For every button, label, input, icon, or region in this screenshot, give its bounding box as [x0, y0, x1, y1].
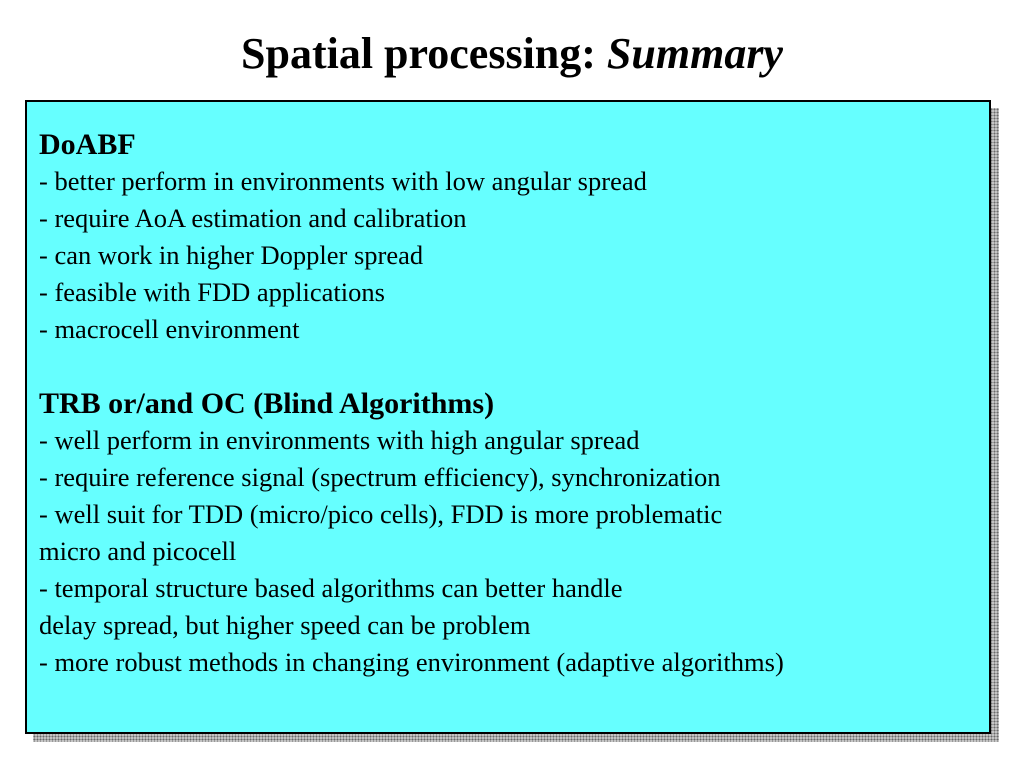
- blind-bullet: - require reference signal (spectrum eff…: [39, 462, 721, 492]
- summary-content: DoABF - better perform in environments w…: [39, 126, 989, 681]
- section-heading-blind-algorithms: TRB or/and OC (Blind Algorithms): [39, 387, 495, 420]
- blind-bullet: - well suit for TDD (micro/pico cells), …: [39, 499, 723, 529]
- slide-title-emphasis: Summary: [606, 29, 783, 78]
- blind-bullet: - temporal structure based algorithms ca…: [39, 573, 623, 603]
- blind-bullet-continuation: delay spread, but higher speed can be pr…: [39, 610, 531, 640]
- doabf-bullet: - require AoA estimation and calibration: [39, 203, 467, 233]
- blind-bullet: - well perform in environments with high…: [39, 425, 640, 455]
- section-heading-doabf: DoABF: [39, 128, 136, 161]
- section-spacer: [39, 348, 989, 385]
- blind-bullet-continuation: micro and picocell: [39, 536, 237, 566]
- slide-title-main: Spatial processing:: [241, 29, 607, 78]
- doabf-bullet: - better perform in environments with lo…: [39, 166, 647, 196]
- doabf-bullet: - macrocell environment: [39, 314, 300, 344]
- slide-title: Spatial processing: Summary: [0, 26, 1024, 82]
- doabf-bullet: - can work in higher Doppler spread: [39, 240, 424, 270]
- summary-box: DoABF - better perform in environments w…: [25, 100, 991, 734]
- doabf-bullet: - feasible with FDD applications: [39, 277, 385, 307]
- blind-bullet: - more robust methods in changing enviro…: [39, 647, 784, 677]
